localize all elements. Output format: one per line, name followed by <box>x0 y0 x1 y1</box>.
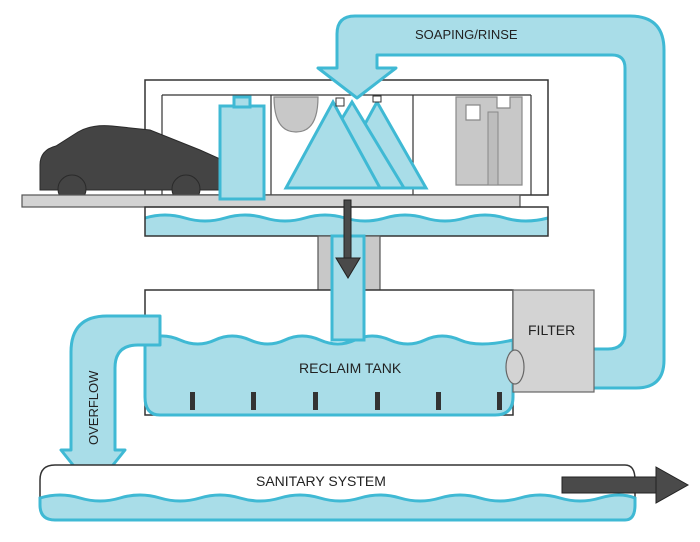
outflow-arrow-icon <box>561 466 690 504</box>
conveyor-floor <box>21 194 521 208</box>
soaping-rinse-pipe <box>316 14 666 390</box>
soap-applicator <box>218 104 266 201</box>
soap-applicator-cap <box>232 95 252 109</box>
spray-cone-1 <box>283 98 383 190</box>
sanitary-system-label: SANITARY SYSTEM <box>256 473 386 489</box>
soaping-rinse-label: SOAPING/RINSE <box>415 27 518 42</box>
tank-leg-1 <box>190 392 195 410</box>
drain-arrow-icon <box>335 199 361 279</box>
filter-connector <box>505 349 525 385</box>
sanitary-water <box>38 493 637 522</box>
filter-label: FILTER <box>528 322 575 338</box>
nozzle-1 <box>335 97 345 107</box>
filter-box <box>512 289 595 393</box>
tank-leg-4 <box>375 392 380 410</box>
tank-leg-3 <box>313 392 318 410</box>
brush-icon <box>273 96 319 133</box>
overflow-label: OVERFLOW <box>86 370 101 445</box>
tank-leg-5 <box>436 392 441 410</box>
reclaim-tank-label: RECLAIM TANK <box>299 360 402 376</box>
tank-leg-2 <box>251 392 256 410</box>
dryer-icon <box>455 96 523 186</box>
nozzle-2 <box>372 95 382 103</box>
tank-leg-6 <box>497 392 502 410</box>
